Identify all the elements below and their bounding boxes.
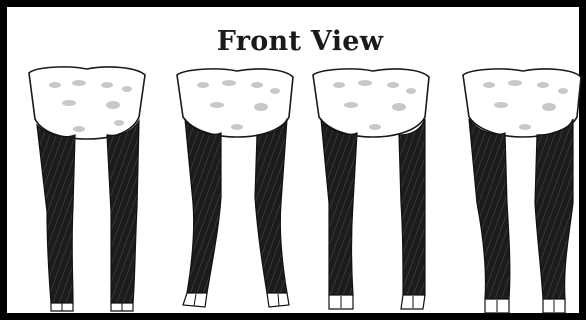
leg-pair-4 (463, 69, 581, 313)
leg-pair-2 (177, 69, 293, 307)
leg-pair-3 (313, 69, 429, 309)
diagram-frame: Front View (0, 0, 586, 320)
leg-pair-1 (29, 67, 145, 311)
leg-illustrations (7, 7, 586, 327)
